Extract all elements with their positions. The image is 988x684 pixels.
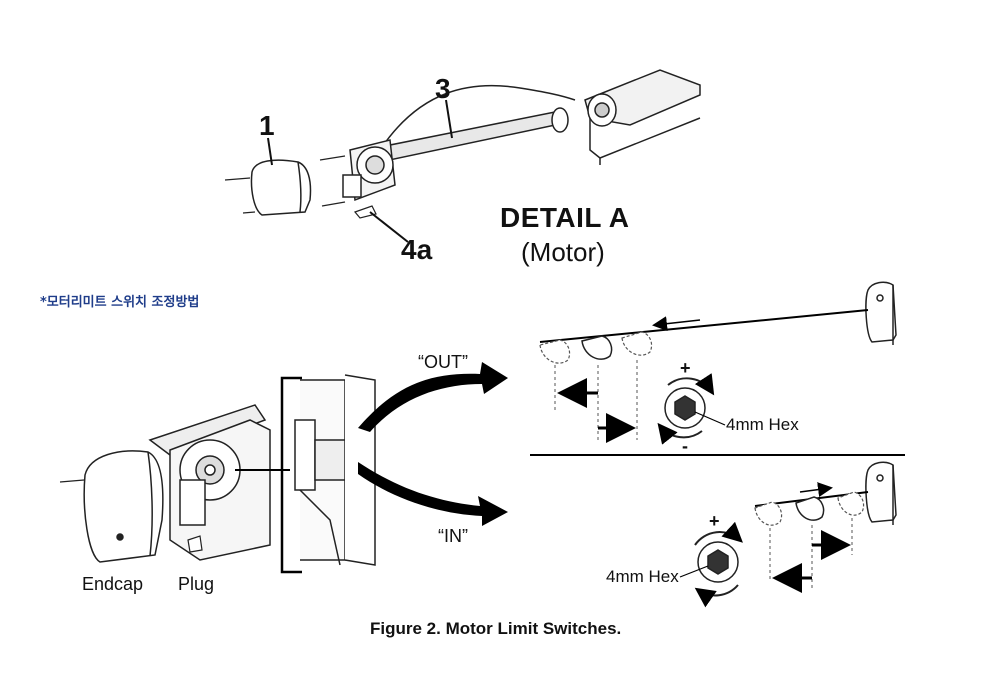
upper-hex-label: 4mm Hex — [726, 415, 799, 434]
lower-bar-current — [795, 496, 825, 521]
detail-title: DETAIL A — [500, 202, 630, 233]
plug-label: Plug — [178, 574, 215, 594]
zoom-bracket — [280, 376, 302, 574]
lower-endcap-right — [865, 461, 897, 525]
leader-lines-top — [267, 99, 453, 243]
figure-caption: Figure 2. Motor Limit Switches. — [370, 619, 622, 638]
in-arrow — [358, 462, 508, 526]
endcap-top — [250, 159, 312, 216]
out-arrow — [358, 362, 508, 432]
upper-endcap-right — [865, 281, 897, 345]
plug-4a — [353, 205, 377, 219]
callout-3: 3 — [435, 73, 451, 104]
callout-1: 1 — [259, 110, 275, 141]
korean-note: *모터리미트 스위치 조정방법 — [40, 295, 200, 310]
lower-plus-sign: + — [709, 511, 720, 531]
upper-minus-sign: - — [682, 436, 688, 456]
lower-hex-leader — [679, 565, 709, 578]
roller-tube-motor — [374, 93, 617, 163]
lower-hex-label: 4mm Hex — [606, 567, 679, 586]
lower-travel-arrow — [799, 482, 833, 498]
out-label: “OUT” — [418, 352, 468, 372]
detail-subtitle: (Motor) — [521, 237, 605, 267]
screws-top — [224, 155, 346, 214]
motor-cable — [379, 84, 576, 151]
callout-4a: 4a — [401, 234, 433, 265]
endcap-label: Endcap — [82, 574, 144, 594]
upper-travel-line — [539, 309, 869, 343]
lower-hex-knob — [694, 521, 743, 608]
in-label: “IN” — [438, 526, 468, 546]
plug-bottom — [187, 535, 203, 553]
zoom-detail — [294, 374, 376, 566]
upper-travel-arrow — [652, 316, 701, 332]
lower-bar-ghosts — [754, 491, 865, 526]
upper-hex-knob — [657, 373, 715, 445]
endcap-bottom — [83, 450, 164, 563]
upper-bar-ghosts — [539, 331, 653, 364]
screw-bottom — [59, 479, 85, 483]
motor-head-bracket — [342, 139, 396, 202]
upper-bar-current — [581, 335, 613, 360]
rail-bottom-left — [148, 404, 267, 456]
upper-hex-leader — [694, 411, 726, 426]
motor-housing-bottom — [169, 419, 271, 561]
upper-plus-sign: + — [680, 358, 691, 378]
